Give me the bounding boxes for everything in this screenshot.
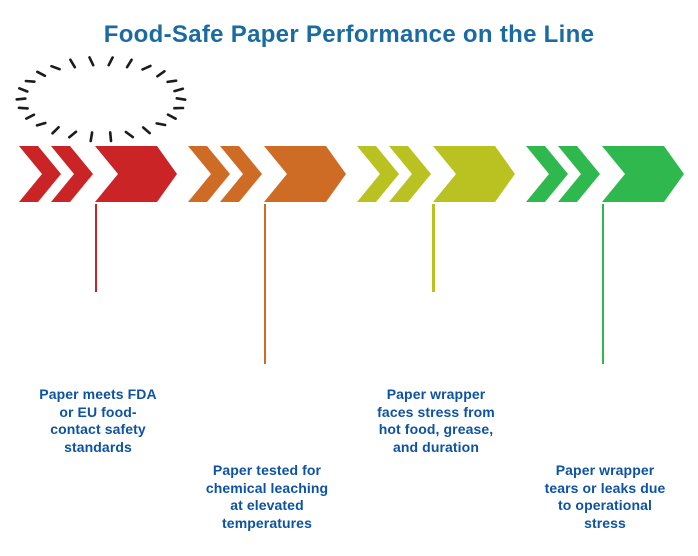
- chevron-arrows-icon: [526, 146, 684, 202]
- stage-compliance: Paper meets FDA or EU food- contact safe…: [19, 0, 177, 556]
- stage-label: Paper wrapper faces stress from hot food…: [377, 386, 495, 455]
- stage-testing: Paper tested for chemical leaching at el…: [188, 0, 346, 556]
- chevron-arrows-icon: [188, 146, 346, 202]
- stage-label: Paper meets FDA or EU food- contact safe…: [39, 386, 157, 455]
- chevron-arrows-icon: [19, 146, 177, 202]
- stage-label: Paper wrapper tears or leaks due to oper…: [544, 462, 666, 531]
- page-title: Food-Safe Paper Performance on the Line: [103, 21, 595, 48]
- stage-failure: Paper wrapper tears or leaks due to oper…: [526, 0, 684, 556]
- dashed-ellipse-highlight: [15, 56, 187, 143]
- connector-line: [602, 204, 604, 364]
- stage-label: Paper tested for chemical leaching at el…: [205, 462, 329, 531]
- connector-line: [264, 204, 266, 364]
- stage-stress-exposure: Paper wrapper faces stress from hot food…: [357, 0, 515, 556]
- connector-line: [432, 204, 435, 292]
- connector-line: [95, 204, 97, 292]
- chevron-arrows-icon: [357, 146, 515, 202]
